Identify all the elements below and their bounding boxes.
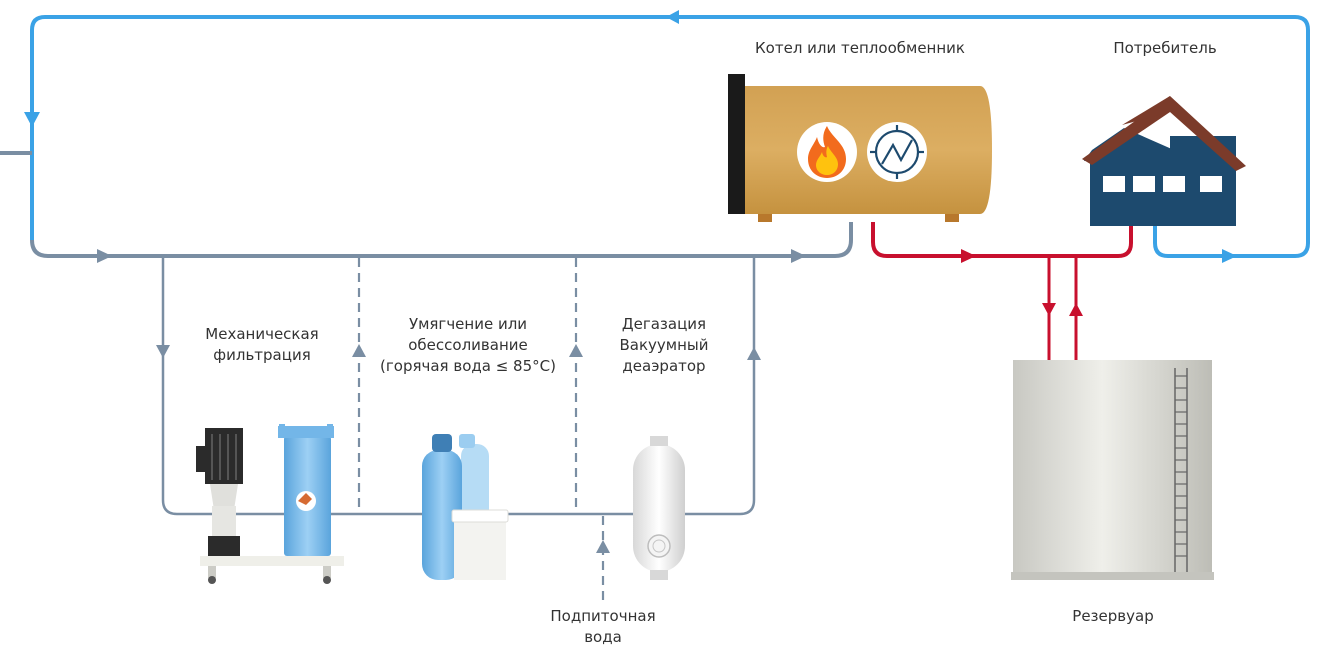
dashed-arrow-1 (352, 344, 366, 357)
reservoir-ladder (1175, 375, 1187, 557)
blue-arrow-top (666, 10, 679, 24)
makeup-water-line-1: Подпиточная (550, 607, 656, 625)
softening-label: Умягчение или обессоливание (горячая вод… (368, 314, 568, 377)
red-supply-line (871, 222, 1133, 258)
makeup-arrow (596, 540, 610, 553)
red-arrow (961, 249, 976, 263)
consumer-label: Потребитель (1113, 39, 1217, 57)
mech-filtration-line-1: Механическая (205, 325, 319, 343)
blue-arrow-bottom (1222, 249, 1237, 263)
degassing-line-1: Дегазация (621, 315, 707, 333)
grey-return-line (0, 151, 853, 258)
house-icon (1082, 96, 1246, 226)
red-arrow-up (1069, 303, 1083, 316)
grey-arrow-1 (97, 249, 112, 263)
boiler (728, 74, 992, 222)
filter-housing-icon (278, 424, 334, 556)
softening-line-2: обессоливание (408, 336, 528, 354)
reservoir-icon (1011, 360, 1214, 580)
degassing-line-3: деаэратор (622, 357, 706, 375)
makeup-water-line-2: вода (584, 628, 622, 646)
makeup-water-label: Подпиточная вода (523, 606, 683, 648)
branch-arrow-up (747, 347, 761, 360)
boiler-label: Котел или теплообменник (755, 39, 965, 57)
blue-loop-line (30, 15, 1310, 258)
blue-arrow-left (24, 112, 40, 127)
grey-arrow-2 (791, 249, 806, 263)
equipment-base-plate (200, 556, 344, 584)
softening-line-3: (горячая вода ≤ 85°C) (380, 357, 556, 375)
flame-icon (797, 122, 857, 182)
heat-exchanger-icon (867, 122, 927, 182)
pump-icon (196, 428, 243, 556)
degassing-line-2: Вакуумный (619, 336, 709, 354)
branch-arrow-down (156, 345, 170, 358)
reservoir-label: Резервуар (1072, 607, 1154, 625)
dashed-arrow-2 (569, 344, 583, 357)
deaerator-icon (633, 436, 685, 580)
softening-line-1: Умягчение или (408, 315, 528, 333)
softener-icon (422, 434, 509, 580)
mech-filtration-line-2: фильтрация (213, 346, 311, 364)
degassing-label: Дегазация Вакуумный деаэратор (584, 314, 744, 377)
red-arrow-down (1042, 303, 1056, 316)
mech-filtration-label: Механическая фильтрация (176, 324, 348, 366)
